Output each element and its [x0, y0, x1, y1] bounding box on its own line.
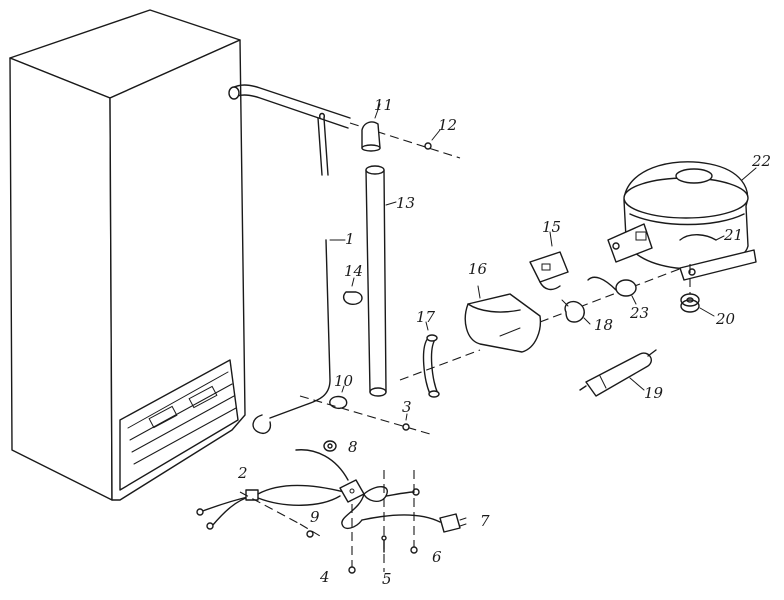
part-13-tube [365, 165, 397, 397]
label-part-10: 10 [334, 372, 354, 390]
label-part-8: 8 [348, 438, 358, 456]
part-16-drain-pan [464, 285, 542, 353]
label-part-9: 9 [310, 508, 320, 526]
label-part-17: 17 [416, 308, 436, 326]
part-4-screw [348, 566, 356, 574]
label-part-4: 4 [319, 568, 330, 586]
part-22-compressor [607, 161, 757, 281]
label-part-5: 5 [382, 570, 392, 588]
part-12-screw [424, 129, 441, 150]
part-20-grommet [680, 264, 715, 317]
label-part-18: 18 [594, 316, 613, 334]
part-5-screw [381, 535, 387, 553]
label-part-16: 16 [468, 260, 488, 278]
part-15-relay-bracket [529, 231, 569, 291]
part-18-relay [561, 299, 591, 325]
part-10-clamp [329, 385, 348, 410]
part-21-clip [679, 234, 725, 241]
wiring-harness [196, 440, 467, 538]
label-part-3: 3 [402, 398, 412, 416]
label-part-15: 15 [542, 218, 561, 236]
part-6-screw [410, 546, 418, 554]
label-part-2: 2 [237, 464, 248, 482]
part-23-overload [587, 276, 637, 305]
part-3-screw [402, 413, 410, 431]
condenser-coil [252, 112, 331, 434]
label-part-1: 1 [345, 230, 355, 248]
label-part-14: 14 [344, 262, 363, 280]
label-part-13: 13 [396, 194, 415, 212]
label-part-20: 20 [715, 310, 736, 328]
part-11-cap [361, 103, 381, 152]
label-part-6: 6 [432, 548, 442, 566]
label-part-7: 7 [480, 512, 490, 530]
label-part-23: 23 [629, 304, 649, 322]
cabinet [9, 9, 246, 501]
part-19-drier [579, 349, 657, 397]
label-part-19: 19 [644, 384, 664, 402]
label-part-21: 21 [723, 226, 743, 244]
label-part-12: 12 [438, 116, 457, 134]
part-14-clip [342, 277, 363, 306]
part-17-drain-tube [422, 321, 440, 398]
label-part-22: 22 [751, 152, 771, 170]
label-part-11: 11 [374, 96, 393, 114]
